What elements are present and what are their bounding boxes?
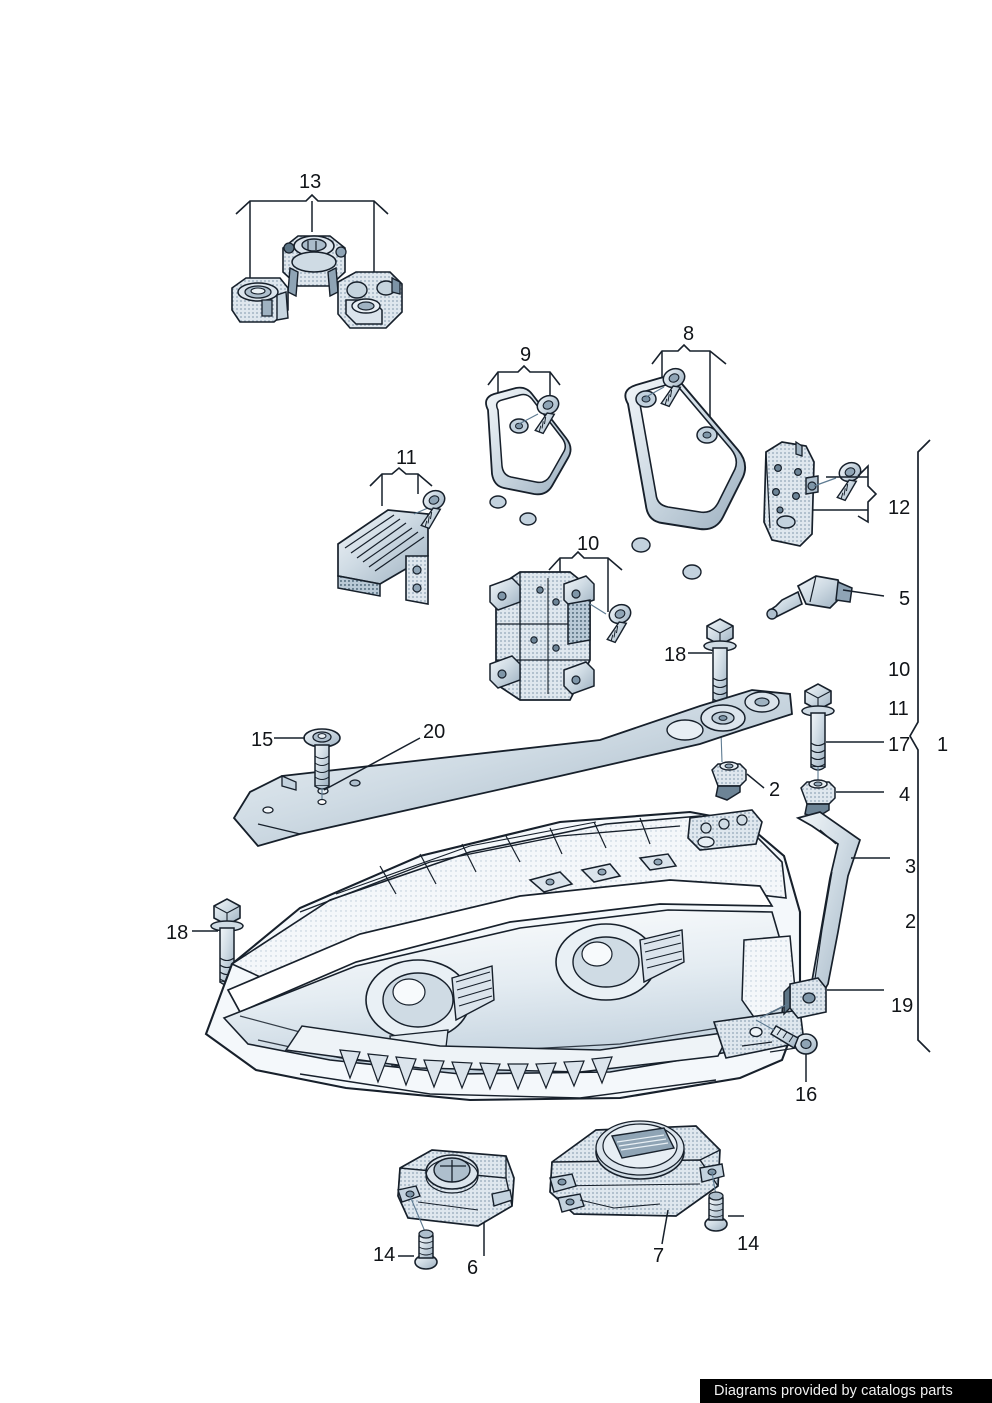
led-carrier-screw bbox=[595, 600, 641, 646]
callout-16: 16 bbox=[795, 1084, 818, 1106]
callout-2-mid: 2 bbox=[769, 779, 781, 801]
callout-14-left: 14 bbox=[373, 1244, 396, 1266]
watermark-text: Diagrams provided by catalogs parts bbox=[714, 1383, 953, 1399]
callout-13: 13 bbox=[299, 171, 322, 193]
screw-14-left bbox=[398, 1195, 438, 1270]
callout-10: 10 bbox=[577, 533, 600, 555]
clip-nut-4 bbox=[800, 779, 884, 819]
screw-14-right bbox=[704, 1171, 744, 1232]
callout-11-right: 11 bbox=[888, 698, 909, 720]
callout-18-lower: 18 bbox=[166, 922, 189, 944]
part-group-12 bbox=[763, 440, 878, 547]
control-unit-6 bbox=[397, 1149, 515, 1256]
part-group-10 bbox=[489, 550, 641, 701]
bolt-18-lower bbox=[192, 898, 244, 986]
callout-15: 15 bbox=[251, 729, 274, 751]
master-bracket-1 bbox=[909, 439, 931, 1053]
cover-seal-small bbox=[485, 386, 572, 526]
callout-5: 5 bbox=[899, 588, 911, 610]
watermark-bar: Diagrams provided by catalogs parts bbox=[700, 1379, 992, 1403]
projector-right bbox=[555, 923, 685, 1001]
callout-11: 11 bbox=[396, 447, 417, 469]
trim-strip-3 bbox=[795, 811, 890, 1006]
callout-19: 19 bbox=[891, 995, 914, 1017]
part-connector-5 bbox=[766, 575, 885, 620]
callout-4: 4 bbox=[899, 784, 911, 806]
part-group-9 bbox=[485, 364, 572, 526]
led-module-carrier bbox=[489, 571, 595, 701]
callout-20: 20 bbox=[423, 721, 446, 743]
part-mounting-rail-20 bbox=[232, 689, 793, 848]
control-unit-7 bbox=[549, 1120, 725, 1245]
servo-screw bbox=[825, 458, 871, 504]
part-group-13 bbox=[231, 193, 403, 329]
clip-nut-2 bbox=[711, 761, 765, 801]
retaining-clip-19 bbox=[759, 977, 884, 1019]
screw-15 bbox=[274, 728, 341, 806]
bulb-holder-right bbox=[337, 271, 403, 329]
cover-seal-large bbox=[624, 375, 747, 580]
callout-12: 12 bbox=[888, 497, 911, 519]
headlight-range-servo bbox=[763, 440, 819, 547]
callout-10-right: 10 bbox=[888, 659, 911, 681]
callout-2-right: 2 bbox=[905, 911, 917, 933]
part-group-8 bbox=[624, 343, 747, 580]
bolt-17 bbox=[801, 683, 884, 782]
headlight-assembly-1 bbox=[204, 809, 805, 1102]
callout-6: 6 bbox=[467, 1257, 479, 1279]
bulb-holder-left bbox=[231, 277, 289, 323]
part-group-11 bbox=[337, 466, 455, 605]
callout-17: 17 bbox=[888, 734, 911, 756]
callout-1: 1 bbox=[937, 734, 949, 756]
callout-14-right: 14 bbox=[737, 1233, 760, 1255]
callout-7: 7 bbox=[653, 1245, 665, 1267]
bulb-holder-center bbox=[282, 235, 347, 298]
callout-8: 8 bbox=[683, 323, 695, 345]
callout-3: 3 bbox=[905, 856, 917, 878]
callout-18-upper: 18 bbox=[664, 644, 687, 666]
tapping-screw-16 bbox=[755, 1019, 818, 1082]
heat-sink bbox=[337, 509, 429, 605]
callout-9: 9 bbox=[520, 344, 532, 366]
